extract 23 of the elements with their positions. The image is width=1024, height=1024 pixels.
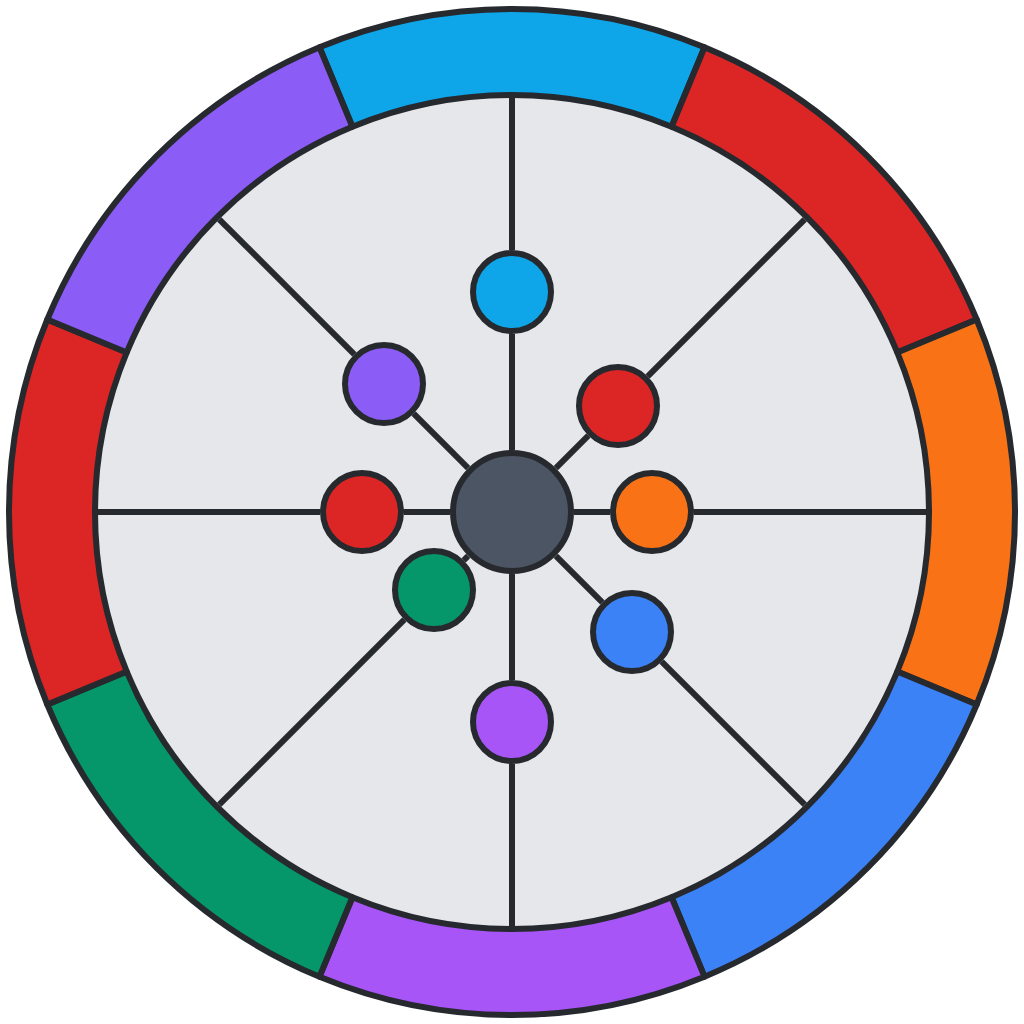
- ring-segment: [6, 318, 130, 706]
- ring-segment: [894, 318, 1018, 706]
- ring-segment: [670, 670, 980, 980]
- spoke-line: [694, 509, 926, 515]
- spoke-line: [404, 509, 450, 515]
- spoke-line: [509, 334, 515, 450]
- spoke-line: [553, 553, 605, 605]
- spoke-line: [509, 764, 515, 926]
- ring-segment: [318, 6, 706, 130]
- spoke-line: [659, 659, 807, 807]
- ring-segment: [318, 894, 706, 1018]
- ring-segment: [670, 44, 980, 354]
- spoke-line: [217, 217, 357, 357]
- spoke-line: [509, 574, 515, 680]
- spoke-line: [553, 433, 591, 471]
- spoke-line: [509, 98, 515, 250]
- ring-segment: [44, 44, 354, 354]
- ring-segment: [44, 670, 354, 980]
- spoke-line: [217, 617, 407, 807]
- spoke-line: [574, 509, 610, 515]
- spoke-line: [98, 509, 320, 515]
- spoke-line: [411, 411, 471, 471]
- spoke-line: [645, 217, 807, 379]
